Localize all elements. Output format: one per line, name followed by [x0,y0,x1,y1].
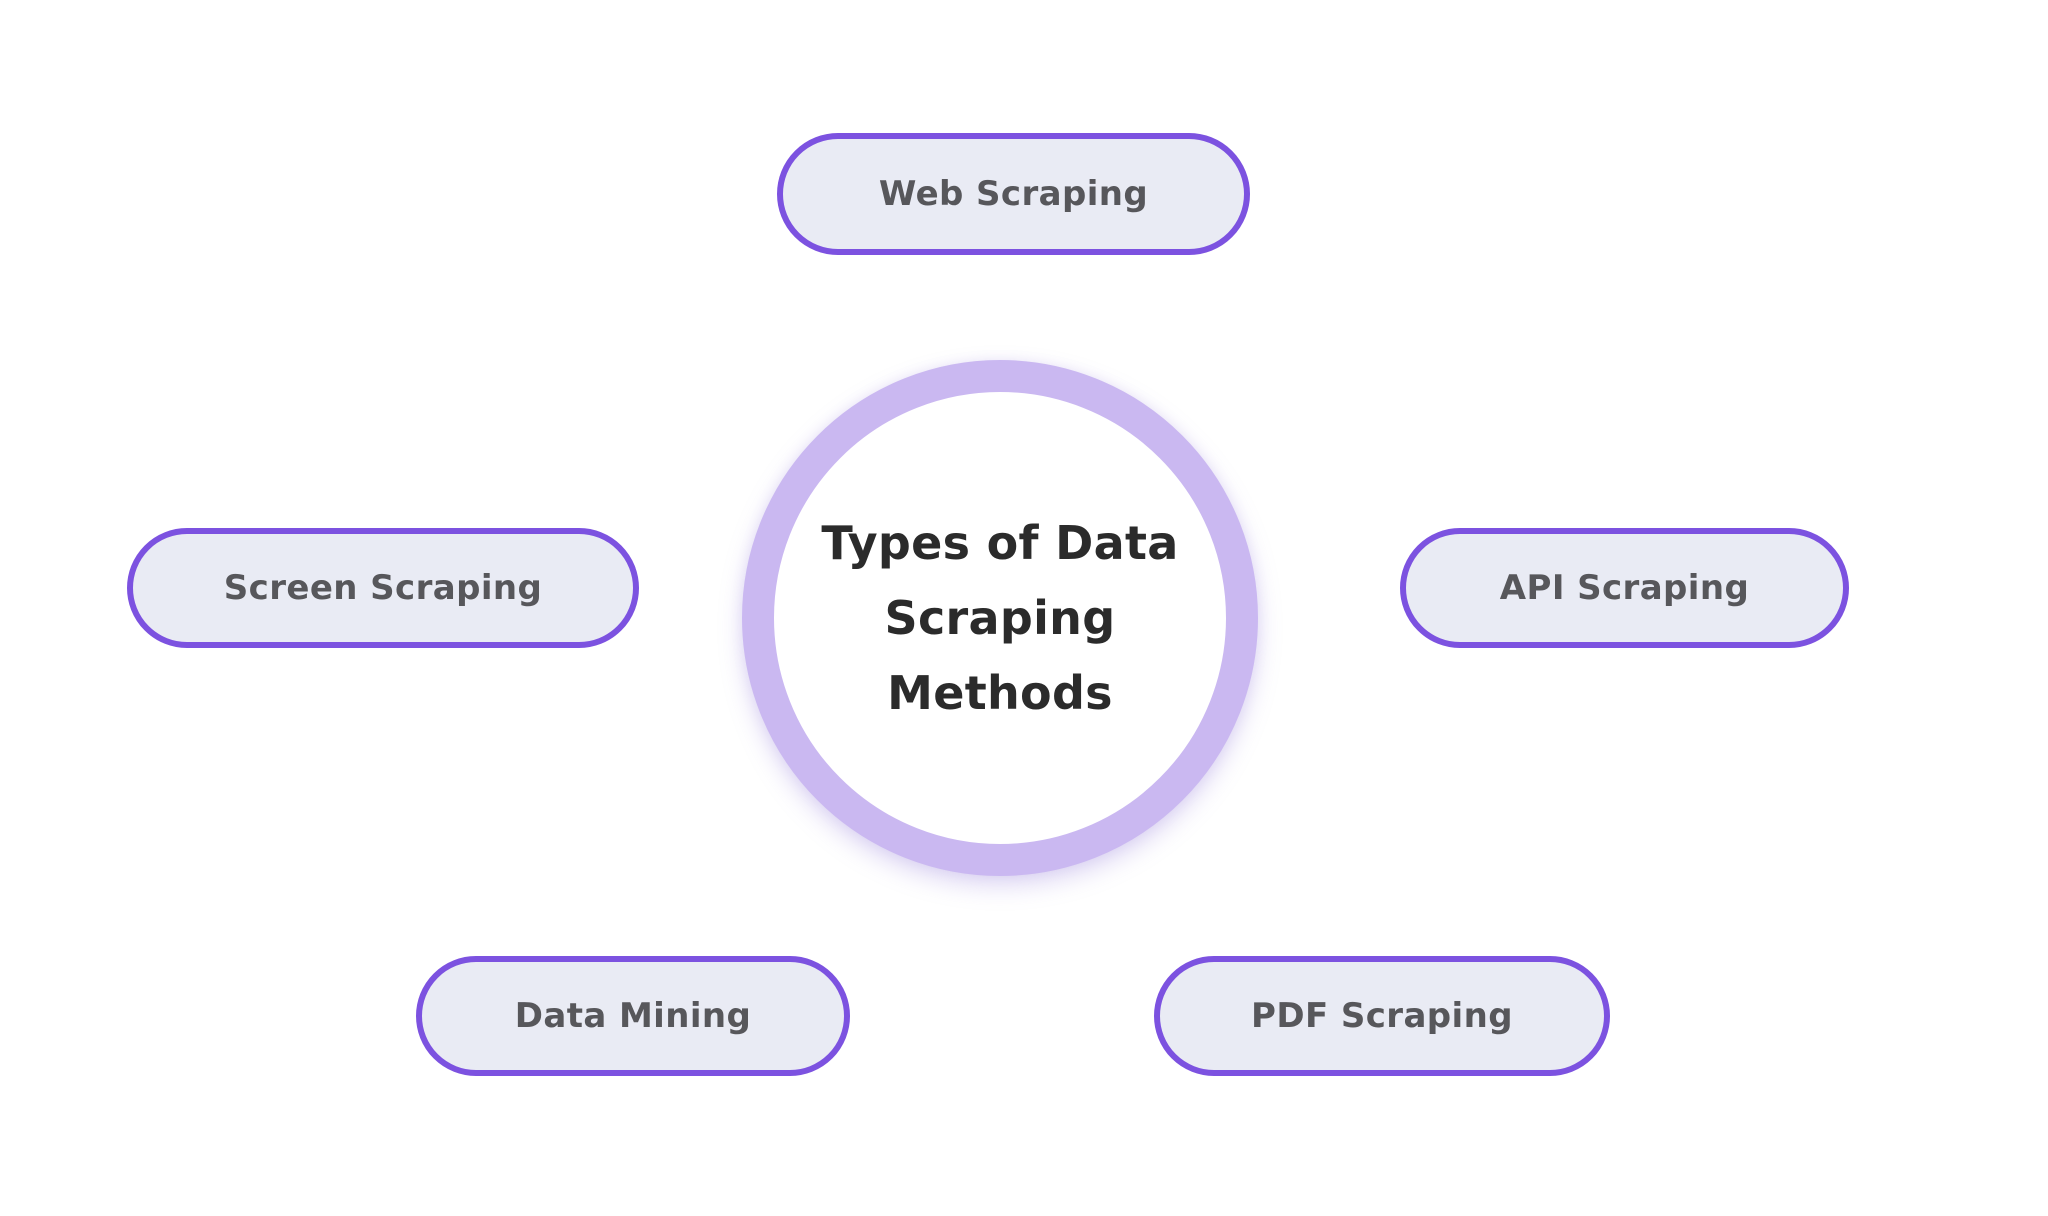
node-data-mining: Data Mining [416,956,850,1076]
node-screen-scraping: Screen Scraping [127,528,639,648]
node-web-scraping: Web Scraping [777,133,1250,255]
node-data-mining-label: Data Mining [514,996,752,1036]
node-pdf-scraping-label: PDF Scraping [1251,996,1513,1036]
central-title-line-3: Methods [887,665,1113,720]
central-title-line-1: Types of Data [821,515,1179,570]
node-api-scraping-label: API Scraping [1499,568,1750,608]
central-node: Types of Data Scraping Methods [742,360,1258,876]
central-title-line-2: Scraping [884,590,1116,645]
node-api-scraping: API Scraping [1400,528,1849,648]
node-pdf-scraping: PDF Scraping [1154,956,1610,1076]
node-screen-scraping-label: Screen Scraping [223,568,543,608]
node-web-scraping-label: Web Scraping [878,174,1149,214]
central-node-title: Types of Data Scraping Methods [821,506,1178,731]
